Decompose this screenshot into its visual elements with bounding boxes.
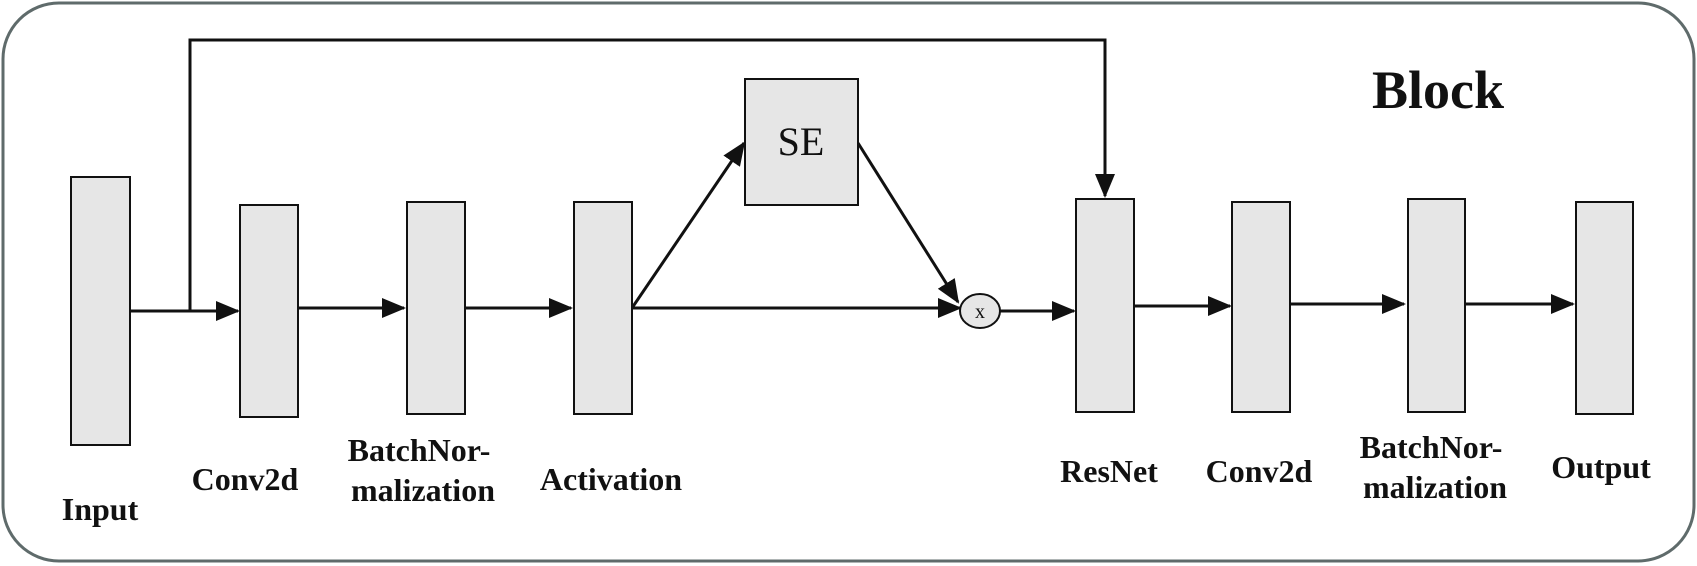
conv2d-block-2 xyxy=(1231,201,1291,413)
activation-block xyxy=(573,201,633,415)
label-output: Output xyxy=(1551,449,1651,485)
multiply-symbol: x xyxy=(975,301,985,323)
label-conv2d: Conv2d xyxy=(192,461,299,497)
arrow-activation-to-se xyxy=(630,141,746,309)
output-block xyxy=(1575,201,1634,415)
conv2d-block xyxy=(239,204,299,418)
block-title: Block xyxy=(1372,60,1504,120)
batchnorm-block xyxy=(406,201,466,415)
se-block xyxy=(744,78,859,206)
label-input: Input xyxy=(62,491,139,527)
label-batchnorm: BatchNor- malization xyxy=(348,432,499,508)
batchnorm-block-2 xyxy=(1407,198,1466,413)
skip-connection xyxy=(188,38,1115,311)
input-block xyxy=(70,176,131,446)
label-activation: Activation xyxy=(540,461,682,497)
arrow-se-to-multiply xyxy=(856,142,960,304)
multiply-node xyxy=(959,293,1001,329)
label-conv2d-2: Conv2d xyxy=(1206,453,1313,489)
label-batchnorm-2: BatchNor- malization xyxy=(1360,429,1511,505)
resnet-block xyxy=(1075,198,1135,413)
label-resnet: ResNet xyxy=(1060,453,1158,489)
se-label: SE xyxy=(778,119,825,164)
